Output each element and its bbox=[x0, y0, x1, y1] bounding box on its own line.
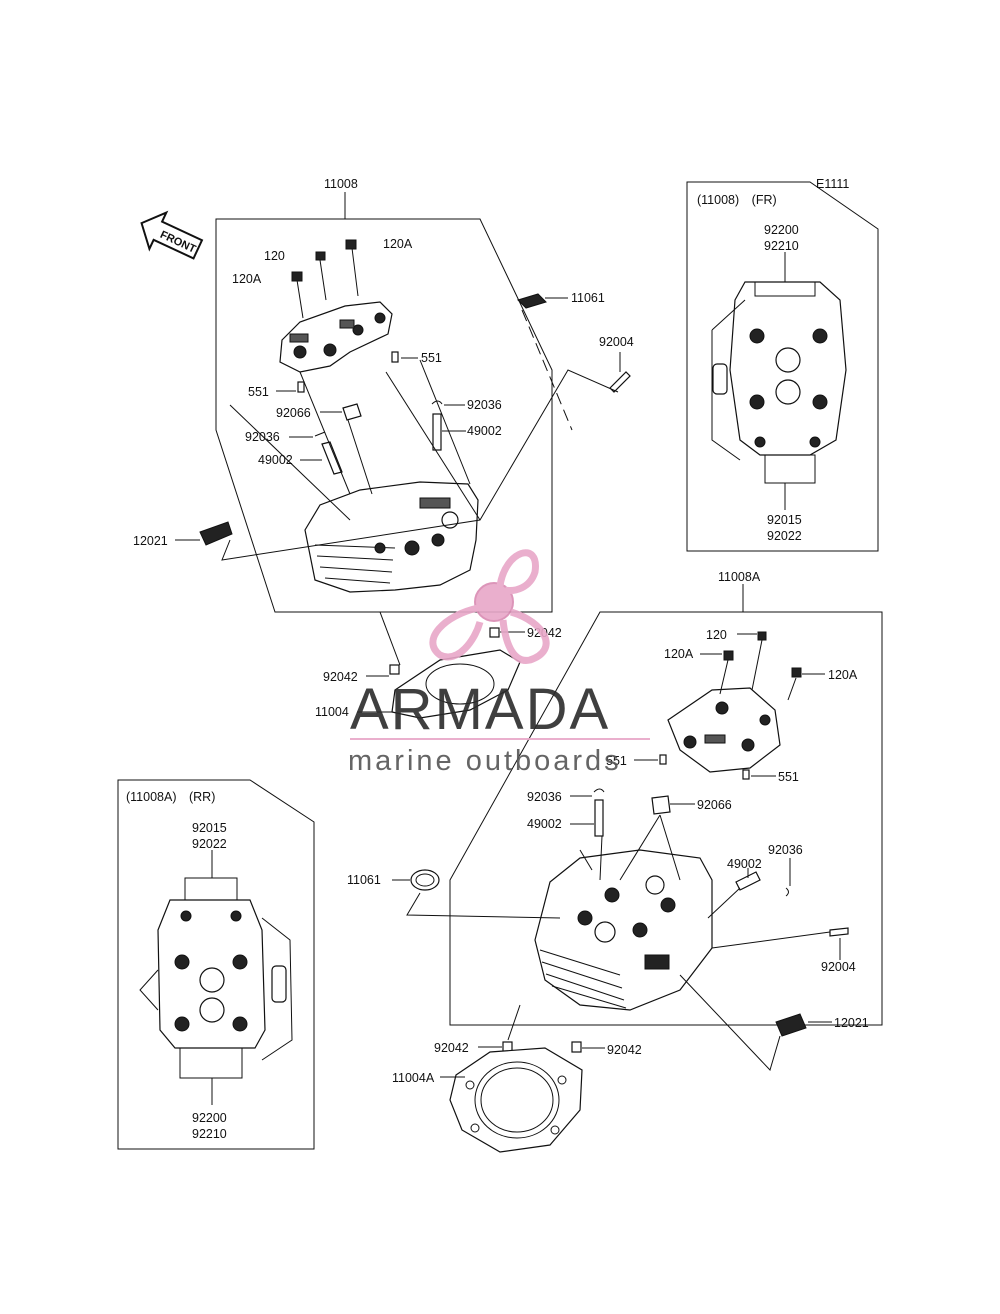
diagram-code: E1111 bbox=[816, 177, 849, 191]
label-49002: 49002 bbox=[258, 453, 293, 467]
label-12021: 12021 bbox=[133, 534, 168, 548]
rear-head-assembly bbox=[392, 584, 883, 1153]
camshaft-holder-rear bbox=[667, 687, 781, 773]
label-92015: 92015 bbox=[767, 513, 802, 527]
watermark-tagline: marine outboards bbox=[348, 745, 622, 777]
watermark: ARMADA marine outboards bbox=[348, 549, 650, 777]
label-92004: 92004 bbox=[821, 960, 856, 974]
label-92210: 92210 bbox=[764, 239, 799, 253]
label-551: 551 bbox=[421, 351, 442, 365]
label-92042: 92042 bbox=[434, 1041, 469, 1055]
head-top-view-rr bbox=[139, 877, 293, 1079]
cylinder-head-front bbox=[304, 481, 479, 593]
label-551: 551 bbox=[248, 385, 269, 399]
label-92004: 92004 bbox=[599, 335, 634, 349]
cylinder-head-rear bbox=[534, 849, 713, 1011]
label-11008: 11008 bbox=[324, 177, 358, 191]
label-551: 551 bbox=[778, 770, 799, 784]
label-11004A: 11004A bbox=[392, 1071, 435, 1085]
inset-rr bbox=[117, 779, 315, 1150]
label-120: 120 bbox=[706, 628, 727, 642]
label-11004: 11004 bbox=[315, 705, 349, 719]
label-12021: 12021 bbox=[834, 1016, 869, 1030]
label-11061: 11061 bbox=[571, 291, 605, 305]
head-top-view-fr bbox=[711, 281, 847, 484]
label-49002: 49002 bbox=[527, 817, 562, 831]
cover-front bbox=[199, 521, 233, 546]
label-92036: 92036 bbox=[245, 430, 280, 444]
camshaft-holder-front bbox=[279, 301, 393, 373]
label-92066: 92066 bbox=[697, 798, 732, 812]
part-labels: 11008 120 120A 120A 11061 551 551 92004 … bbox=[126, 177, 869, 1141]
inset-rr-title: (11008A) (RR) bbox=[126, 790, 215, 804]
label-92200: 92200 bbox=[192, 1111, 227, 1125]
front-head-assembly: FRONT bbox=[140, 192, 631, 719]
label-120A: 120A bbox=[232, 272, 262, 286]
label-92022: 92022 bbox=[767, 529, 802, 543]
label-92200: 92200 bbox=[764, 223, 799, 237]
label-92042: 92042 bbox=[607, 1043, 642, 1057]
label-92015: 92015 bbox=[192, 821, 227, 835]
label-11061: 11061 bbox=[347, 873, 381, 887]
label-551: 551 bbox=[606, 754, 627, 768]
inset-fr bbox=[686, 181, 879, 552]
label-92210: 92210 bbox=[192, 1127, 227, 1141]
label-49002: 49002 bbox=[467, 424, 502, 438]
label-49002: 49002 bbox=[727, 857, 762, 871]
label-92036: 92036 bbox=[768, 843, 803, 857]
plug-gasket-front bbox=[517, 293, 547, 309]
label-11008A: 11008A bbox=[718, 570, 761, 584]
label-92036: 92036 bbox=[527, 790, 562, 804]
watermark-brand: ARMADA bbox=[350, 677, 610, 742]
inset-fr-title: (11008) (FR) bbox=[697, 193, 777, 207]
front-arrow-icon: FRONT bbox=[140, 210, 204, 260]
label-120A: 120A bbox=[664, 647, 694, 661]
propeller-logo-icon bbox=[429, 549, 550, 664]
label-92066: 92066 bbox=[276, 406, 311, 420]
label-120A: 120A bbox=[828, 668, 858, 682]
label-92042: 92042 bbox=[323, 670, 358, 684]
label-92022: 92022 bbox=[192, 837, 227, 851]
label-120: 120 bbox=[264, 249, 285, 263]
label-120A: 120A bbox=[383, 237, 413, 251]
head-gasket-rear bbox=[449, 1047, 583, 1153]
label-92036: 92036 bbox=[467, 398, 502, 412]
